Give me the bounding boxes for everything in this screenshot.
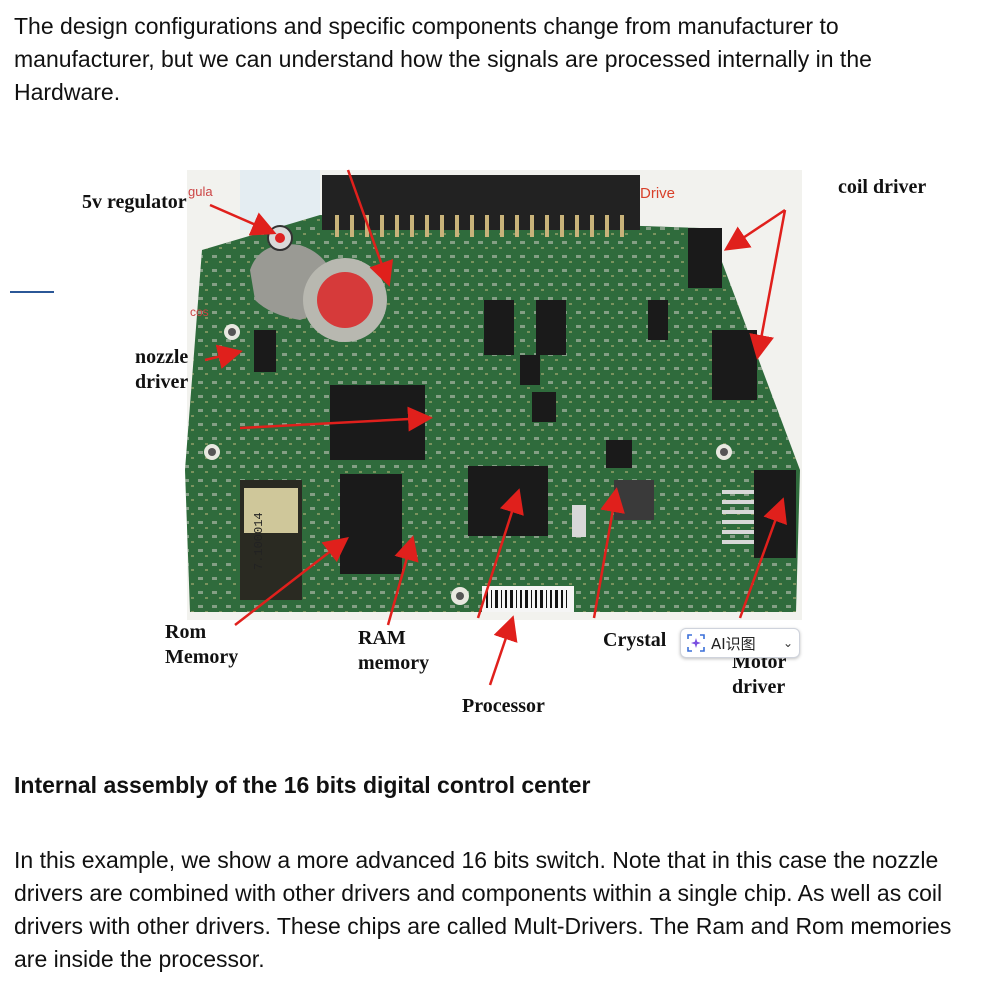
label-nozzle-driver-line1: nozzle [135,346,189,368]
label-ram-line1: RAM [358,627,406,649]
crystal-area [614,480,654,520]
motor-driver [754,470,796,558]
section-heading: Internal assembly of the 16 bits digital… [14,772,591,798]
label-rom-line1: Rom [165,621,207,643]
board-text-drive: Drive [640,185,675,202]
ram-chip [340,474,402,574]
label-nozzle-driver-line2: driver [135,371,189,393]
rom-chip [240,480,302,600]
label-rom-memory: Rom Memory [165,620,238,670]
barcode [482,586,574,612]
nozzle-driver-chip [330,385,425,460]
coil-driver-top [688,228,722,288]
label-rom-line2: Memory [165,646,239,668]
label-nozzle-driver: nozzle driver [135,345,188,395]
label-coil-driver: coil driver [838,176,927,198]
board-text-cos: cos [190,305,209,319]
capacitor-ring [303,258,387,342]
chevron-down-icon: ⌄ [782,636,793,650]
photo-background [187,170,802,620]
body-paragraph: In this example, we show a more advanced… [14,847,952,972]
board-text-regula: gula [188,184,213,199]
board-text-chip-code: 7.100014 [252,512,266,570]
intro-paragraph: The design configurations and specific c… [14,13,872,105]
label-motor-line2: driver [732,676,786,698]
label-ram-line2: memory [358,652,430,674]
processor-chip [468,466,548,536]
regulator-glue [250,244,335,320]
connector [322,175,640,230]
callout-arrows [204,169,787,686]
label-crystal: Crystal [603,629,667,651]
label-ram-memory: RAM memory [358,626,429,676]
ai-scan-icon [687,634,705,652]
ai-image-recognition-button[interactable]: AI识图 ⌄ [680,628,800,658]
ai-widget-label: AI识图 [711,634,756,653]
coil-driver-bottom [712,330,757,400]
crystal-component [572,505,586,537]
label-processor: Processor [462,695,545,717]
pcb-board [185,215,800,612]
label-5v-regulator: 5v regulator [82,191,187,213]
link-underline-mark [10,291,54,293]
